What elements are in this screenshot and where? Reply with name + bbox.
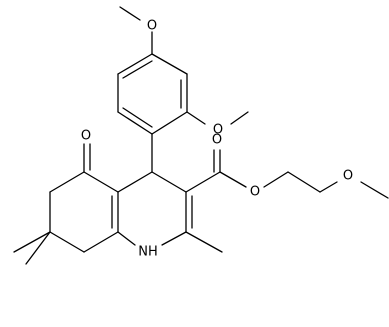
ester-bonds (185, 149, 389, 199)
cyclohexenone-ring-bonds (49, 171, 119, 253)
methyl-bond (185, 231, 223, 253)
atom-label-o-ether: O (343, 169, 353, 184)
atom-label-o-ketone: O (81, 129, 91, 144)
atom-label-o-ortho-methoxy: O (213, 123, 223, 138)
aryl-ring-bonds (117, 53, 188, 135)
ketone-bonds (83, 143, 91, 173)
atom-label-o-top-methoxy: O (147, 19, 157, 34)
atom-label-o-ester: O (250, 185, 260, 200)
top-methoxy-bonds (119, 6, 153, 55)
atom-label-o-ester-carbonyl: O (212, 133, 222, 148)
ortho-methoxy-bonds (186, 111, 249, 125)
dihydropyridine-ring-bonds (111, 171, 193, 246)
atom-label-nh: NH (138, 245, 158, 260)
gem-dimethyl-bonds (13, 231, 51, 265)
